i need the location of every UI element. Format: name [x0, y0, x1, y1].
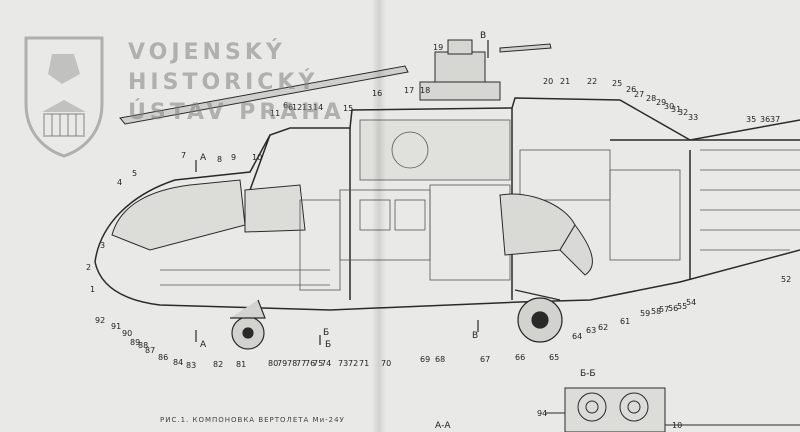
- engine-intake: [499, 193, 593, 276]
- callout: 55: [677, 302, 687, 311]
- callout: 75: [313, 359, 323, 368]
- cockpit-canopy: [111, 179, 306, 251]
- callout: 62: [598, 323, 608, 332]
- callout: 18: [420, 86, 430, 95]
- callout: 30: [664, 102, 674, 111]
- callout: 32: [678, 108, 688, 117]
- callout: 79: [277, 359, 287, 368]
- callout: 11: [270, 109, 280, 118]
- callout: 6: [283, 101, 288, 110]
- callout: 8: [217, 155, 222, 164]
- callout: 94: [537, 409, 547, 418]
- callout: 89: [130, 338, 140, 347]
- callout: 70: [381, 359, 391, 368]
- callout-labels: 1 2 3 4 5 6 7 8 9 10 11 12 13 14 15 16 1…: [86, 31, 791, 431]
- callout: 56: [668, 304, 678, 313]
- section-mark: В: [472, 331, 478, 341]
- callout: 33: [688, 113, 698, 122]
- watermark-line-1: VOJENSKÝ: [128, 40, 286, 65]
- callout: 27: [634, 90, 644, 99]
- callout: 26: [626, 85, 636, 94]
- section-title: А-А: [435, 421, 451, 431]
- callout: 72: [348, 359, 358, 368]
- callout: 81: [236, 360, 246, 369]
- callout: 20: [543, 77, 553, 86]
- section-mark: А: [200, 340, 207, 350]
- callout: 86: [158, 353, 168, 362]
- callout: 10: [252, 153, 262, 162]
- callout: 54: [686, 298, 696, 307]
- callout: 66: [515, 353, 525, 362]
- callout: 15: [343, 104, 353, 113]
- callout: 16: [372, 89, 382, 98]
- callout: 4: [117, 178, 122, 187]
- callout: 36: [760, 115, 770, 124]
- callout: 87: [145, 346, 155, 355]
- callout: 17: [404, 86, 414, 95]
- section-title: Б-Б: [580, 369, 596, 379]
- internal-frames: [160, 119, 800, 291]
- watermark-emblem: [24, 36, 104, 158]
- callout: 74: [321, 359, 331, 368]
- callout: 65: [549, 353, 559, 362]
- callout: 78: [287, 359, 297, 368]
- section-bb-detail: [545, 387, 800, 432]
- callout: 90: [122, 329, 132, 338]
- callout: 69: [420, 355, 430, 364]
- callout: 80: [268, 359, 278, 368]
- callout: 58: [651, 307, 661, 316]
- section-lines: [195, 40, 489, 345]
- callout: 14: [313, 103, 323, 112]
- callout: 6: [288, 103, 293, 112]
- watermark-line-3: ÚSTAV PRAHA: [128, 100, 345, 125]
- main-rotor: [119, 39, 552, 125]
- callout: 82: [213, 360, 223, 369]
- callout: 29: [656, 98, 666, 107]
- callout: 21: [560, 77, 570, 86]
- landing-gear: [230, 289, 563, 350]
- callout: 31: [671, 105, 681, 114]
- callout: 76: [305, 359, 315, 368]
- callout: 9: [231, 153, 236, 162]
- callout: 68: [435, 355, 445, 364]
- callout: 84: [173, 358, 183, 367]
- callout: 67: [480, 355, 490, 364]
- callout: 64: [572, 332, 582, 341]
- section-mark: В: [480, 31, 486, 41]
- callout: 71: [359, 359, 369, 368]
- callout: 63: [586, 326, 596, 335]
- callout: 73: [338, 359, 348, 368]
- callout: 59: [640, 309, 650, 318]
- callout: 25: [612, 79, 622, 88]
- callout: 7: [181, 151, 186, 160]
- callout: 22: [587, 77, 597, 86]
- callout: 57: [659, 305, 669, 314]
- callout: 10: [672, 421, 682, 430]
- callout: 91: [111, 322, 121, 331]
- callout: 12: [292, 103, 302, 112]
- callout: 88: [138, 341, 148, 350]
- section-mark: Б: [323, 328, 329, 338]
- callout: 1: [90, 285, 95, 294]
- section-mark: Б: [325, 340, 331, 350]
- callout: 5: [132, 169, 137, 178]
- callout: 52: [781, 275, 791, 284]
- callout: 28: [646, 94, 656, 103]
- watermark-line-2: HISTORICKÝ: [128, 70, 319, 95]
- callout: 3: [100, 241, 105, 250]
- callout: 92: [95, 316, 105, 325]
- callout: 77: [296, 359, 306, 368]
- page-fold: [372, 0, 386, 432]
- callout: 13: [302, 103, 312, 112]
- callout: 2: [86, 263, 91, 272]
- callout: 19: [433, 43, 443, 52]
- callout: 61: [620, 317, 630, 326]
- section-mark: А: [200, 153, 207, 163]
- figure-caption: РИС.1. КОМПОНОВКА ВЕРТОЛЕТА Ми-24У: [160, 416, 345, 424]
- callout: 35: [746, 115, 756, 124]
- callout: 37: [770, 115, 780, 124]
- callout: 83: [186, 361, 196, 370]
